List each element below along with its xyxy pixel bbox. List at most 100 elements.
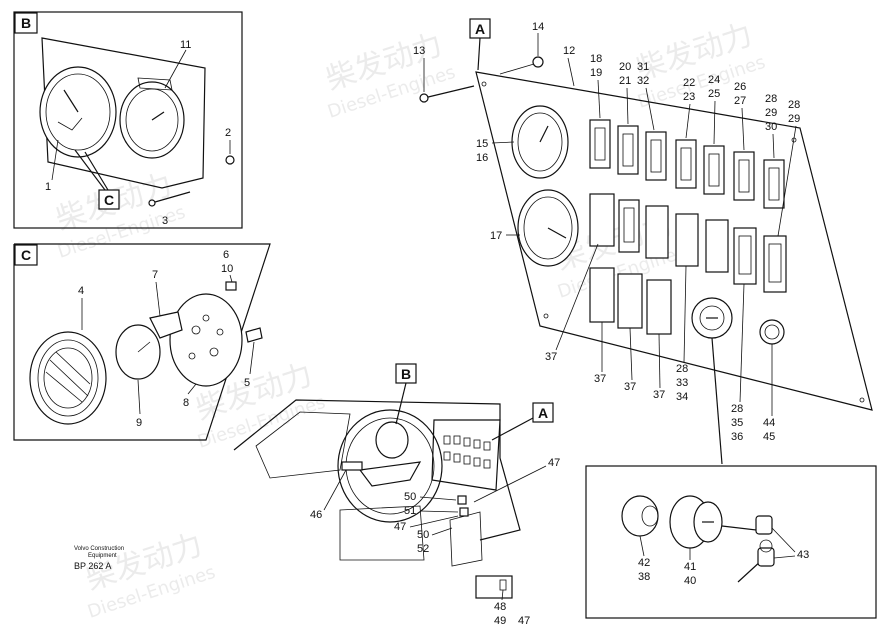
callout-44: 44 — [763, 417, 775, 429]
gauge-backplate — [169, 293, 243, 387]
callout-48: 48 — [494, 601, 506, 613]
callout-20: 20 — [619, 61, 631, 73]
box-b-c-tag — [98, 189, 120, 210]
switch-18 — [589, 119, 611, 169]
cab-floor-switch-panel — [475, 575, 513, 599]
switch-24-face — [708, 153, 720, 187]
callout-42: 38 — [638, 571, 650, 583]
c-pointer-2 — [84, 151, 109, 191]
switch-row-2 — [589, 193, 787, 293]
gauge-15-needle — [539, 125, 549, 143]
switch-28-right-face — [768, 243, 782, 283]
detail-box-b: B 11 1 2 3 C — [13, 11, 243, 229]
blank-37-top — [589, 193, 615, 247]
leader-37-d — [658, 333, 661, 389]
callout-28-top: 28 — [765, 93, 777, 105]
leader-37-c — [629, 327, 633, 381]
callout-28-mid: 28 — [676, 363, 688, 375]
callout-34: 34 — [676, 391, 688, 403]
switch-26-face — [738, 159, 750, 193]
leader-50-b — [431, 527, 453, 536]
ignition-pointer — [711, 337, 723, 465]
cab-switch-2 — [453, 435, 461, 445]
callout-19: 19 — [590, 67, 602, 79]
ignition-box-frame — [585, 465, 877, 619]
leader-51 — [419, 510, 459, 513]
callout-50-a: 50 — [404, 491, 416, 503]
glass-hatch — [45, 351, 91, 403]
screw-13 — [423, 85, 475, 99]
switch-32-face — [650, 139, 662, 173]
nut-2 — [225, 155, 235, 165]
switch-20-face — [622, 133, 634, 167]
panel-hole-4 — [543, 313, 549, 319]
callout-1: 1 — [45, 181, 51, 193]
nut-14 — [532, 56, 544, 68]
switch-22-face — [680, 147, 692, 181]
cab-switch-6 — [443, 451, 451, 461]
leader-35 — [739, 283, 745, 403]
callout-33: 33 — [676, 377, 688, 389]
bulb-6 — [225, 281, 237, 291]
cab-console — [339, 505, 425, 561]
cab-panel-switches — [443, 435, 491, 469]
leader-11 — [164, 49, 187, 89]
callout-39: 42 — [638, 557, 650, 569]
switch-panel-a: A 13 14 12 15 16 17 — [413, 18, 873, 465]
switch-31-face — [623, 207, 635, 243]
cab-instrument-cluster — [375, 421, 409, 459]
backplate-hole-5 — [188, 352, 196, 360]
callout-15: 15 — [476, 138, 488, 150]
callout-30: 30 — [765, 121, 777, 133]
bracket-7 — [149, 311, 183, 339]
callout-23: 23 — [683, 91, 695, 103]
leader-47-a — [473, 465, 547, 503]
callout-8: 8 — [183, 397, 189, 409]
switch-50 — [457, 495, 467, 505]
callout-9: 9 — [136, 417, 142, 429]
cab-switch-7 — [453, 453, 461, 463]
backplate-hole-3 — [202, 314, 210, 322]
leader-9 — [137, 379, 141, 415]
callout-47-c: 47 — [518, 615, 530, 627]
footer-brand-sub: Equipment — [88, 553, 117, 559]
footer-brand: Volvo Construction — [74, 546, 124, 552]
cab-a-tag — [532, 402, 554, 423]
leader-6 — [229, 274, 233, 283]
gauge-housing-inner — [37, 339, 99, 417]
switch-35 — [733, 227, 757, 285]
leader-15 — [491, 141, 515, 144]
callout-13: 13 — [413, 45, 425, 57]
cab-a-label: A — [538, 405, 548, 421]
callout-6: 6 — [223, 249, 229, 261]
callout-24: 24 — [708, 74, 720, 86]
callout-52: 52 — [417, 543, 429, 555]
steering-wheel — [337, 409, 443, 523]
leader-20 — [626, 87, 629, 125]
leader-8 — [187, 383, 197, 395]
callout-40: 43 — [797, 549, 809, 561]
callout-29-right: 29 — [788, 113, 800, 125]
stud-14 — [499, 63, 535, 75]
screw-13-head — [419, 93, 429, 103]
callout-47-a: 47 — [548, 457, 560, 469]
switch-28-top-face — [768, 167, 780, 201]
callout-28-low: 28 — [731, 403, 743, 415]
gauge-glass — [43, 347, 93, 409]
switch-28-right — [763, 235, 787, 293]
callout-37-c: 37 — [624, 381, 636, 393]
callout-4: 4 — [78, 285, 84, 297]
callout-2: 2 — [225, 127, 231, 139]
callout-17: 17 — [490, 230, 502, 242]
backplate-hole-4 — [216, 328, 224, 336]
lock-nut-39 — [621, 495, 659, 537]
switch-20 — [617, 125, 639, 175]
switch-22 — [675, 139, 697, 189]
leader-33 — [683, 265, 687, 363]
cab-switch-8 — [463, 455, 471, 465]
key-40-a-head — [755, 515, 773, 535]
gauge-17-inner — [523, 196, 573, 260]
detail-box-c: C 4 6 10 7 5 8 9 — [13, 243, 271, 441]
switch-28-top — [763, 159, 785, 209]
blank-37-a — [589, 267, 615, 323]
